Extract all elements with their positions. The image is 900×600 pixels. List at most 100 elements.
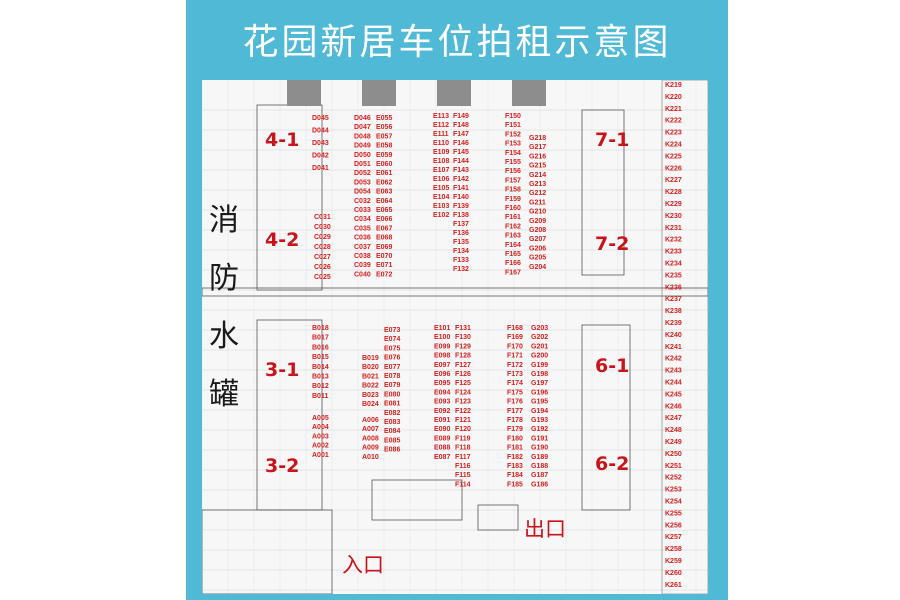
- parking-slot-label: E078: [384, 373, 400, 380]
- fire-tank-char: 水: [209, 319, 239, 354]
- zone-label: 4-1: [265, 129, 299, 151]
- parking-slot-label: C040: [354, 271, 371, 278]
- parking-slot-label: G198: [531, 371, 548, 378]
- parking-slot-label: B020: [362, 364, 379, 371]
- parking-slot-label: F183: [507, 463, 523, 470]
- parking-slot-label: E075: [384, 345, 400, 352]
- parking-slot-label: D043: [312, 140, 329, 147]
- parking-slot-label: E059: [376, 152, 392, 159]
- page-title: 花园新居车位拍租示意图: [242, 22, 672, 63]
- parking-slot-label: F169: [507, 334, 523, 341]
- parking-slot-label: F167: [505, 269, 521, 276]
- parking-slot-label: F149: [453, 113, 469, 120]
- parking-slot-label: K245: [665, 391, 682, 398]
- parking-slot-label: F166: [505, 260, 521, 267]
- parking-slot-label: B022: [362, 383, 379, 390]
- parking-slot-label: A002: [312, 443, 329, 450]
- parking-slot-label: F137: [453, 221, 469, 228]
- parking-slot-label: B018: [312, 325, 329, 332]
- parking-slot-label: F154: [505, 150, 521, 157]
- zone-label: 7-1: [595, 129, 629, 151]
- parking-slot-label: E079: [384, 382, 400, 389]
- parking-slot-label: F141: [453, 185, 469, 192]
- parking-slot-label: A004: [312, 424, 329, 431]
- parking-slot-label: E073: [384, 327, 400, 334]
- parking-slot-label: F164: [505, 242, 521, 249]
- parking-slot-label: G188: [531, 463, 548, 470]
- parking-slot-label: F123: [455, 399, 471, 406]
- zone-labels: 4-14-23-13-27-17-26-16-2: [265, 129, 629, 477]
- parking-slot-label: K256: [665, 522, 682, 529]
- parking-slot-label: E099: [434, 343, 450, 350]
- parking-slot-label: B011: [312, 393, 328, 400]
- parking-slot-label: F152: [505, 131, 521, 138]
- parking-slot-label: E062: [376, 179, 392, 186]
- entrance-label: 入口: [342, 553, 384, 577]
- parking-slot-label: F128: [455, 353, 471, 360]
- parking-slot-label: F185: [507, 481, 523, 488]
- parking-slot-label: K239: [665, 320, 682, 327]
- parking-slot-label: E069: [376, 244, 392, 251]
- parking-slot-label: E092: [434, 408, 450, 415]
- parking-slot-label: F121: [455, 417, 471, 424]
- parking-slot-label: F182: [507, 454, 523, 461]
- parking-slot-label: F180: [507, 435, 523, 442]
- parking-slot-label: E090: [434, 426, 450, 433]
- parking-slot-label: C027: [314, 254, 331, 261]
- parking-slot-label: G210: [529, 209, 546, 216]
- parking-slot-label: F170: [507, 343, 523, 350]
- parking-slot-label: G207: [529, 236, 546, 243]
- parking-slot-label: F148: [453, 122, 469, 129]
- parking-slot-label: E112: [433, 122, 449, 129]
- parking-slot-label: F126: [455, 371, 471, 378]
- parking-slot-label: E086: [384, 447, 400, 454]
- parking-slot-label: E104: [433, 194, 449, 201]
- parking-slot-label: F125: [455, 380, 471, 387]
- parking-slot-label: A009: [362, 445, 379, 452]
- parking-slot-label: F138: [453, 212, 469, 219]
- parking-slot-label: A010: [362, 454, 379, 461]
- parking-slot-label: K254: [665, 499, 682, 506]
- parking-slot-label: G209: [529, 218, 546, 225]
- parking-slot-label: E060: [376, 161, 392, 168]
- fire-tank-char: 防: [209, 261, 239, 296]
- parking-slot-label: C030: [314, 224, 331, 231]
- parking-slot-label: D050: [354, 152, 371, 159]
- zone-label: 6-1: [595, 355, 629, 377]
- parking-slot-label: F119: [455, 435, 471, 442]
- parking-slot-label: K253: [665, 487, 682, 494]
- parking-slot-label: K234: [665, 261, 682, 268]
- parking-slot-label: E105: [433, 185, 449, 192]
- parking-slot-label: E100: [434, 334, 450, 341]
- parking-slot-label: E085: [384, 437, 400, 444]
- parking-slot-label: F134: [453, 248, 469, 255]
- parking-slot-label: E088: [434, 445, 450, 452]
- parking-slot-label: K259: [665, 558, 682, 565]
- parking-slot-label: F172: [507, 362, 523, 369]
- parking-slot-label: B017: [312, 335, 329, 342]
- parking-slot-label: E082: [384, 410, 400, 417]
- parking-slot-label: G205: [529, 255, 546, 262]
- parking-slot-label: F178: [507, 417, 523, 424]
- parking-slot-label: E058: [376, 143, 392, 150]
- parking-slot-label: D052: [354, 170, 371, 177]
- parking-slot-label: K225: [665, 153, 682, 160]
- parking-slots: D045D044D043D042D041C031C030C029C028C027…: [312, 82, 682, 589]
- parking-slot-label: K260: [665, 570, 682, 577]
- parking-slot-label: F165: [505, 251, 521, 258]
- parking-slot-label: A008: [362, 435, 379, 442]
- parking-slot-label: K258: [665, 546, 682, 553]
- parking-slot-label: K252: [665, 475, 682, 482]
- parking-slot-label: G212: [529, 190, 546, 197]
- parking-slot-label: K223: [665, 130, 682, 137]
- parking-slot-label: D054: [354, 189, 371, 196]
- fire-tank-char: 罐: [209, 377, 239, 412]
- parking-slot-label: D041: [312, 165, 329, 172]
- parking-slot-label: E080: [384, 391, 400, 398]
- parking-slot-label: K257: [665, 534, 682, 541]
- parking-slot-label: E077: [384, 364, 400, 371]
- parking-slot-label: K240: [665, 332, 682, 339]
- parking-slot-label: D045: [312, 115, 329, 122]
- parking-slot-label: K255: [665, 510, 682, 517]
